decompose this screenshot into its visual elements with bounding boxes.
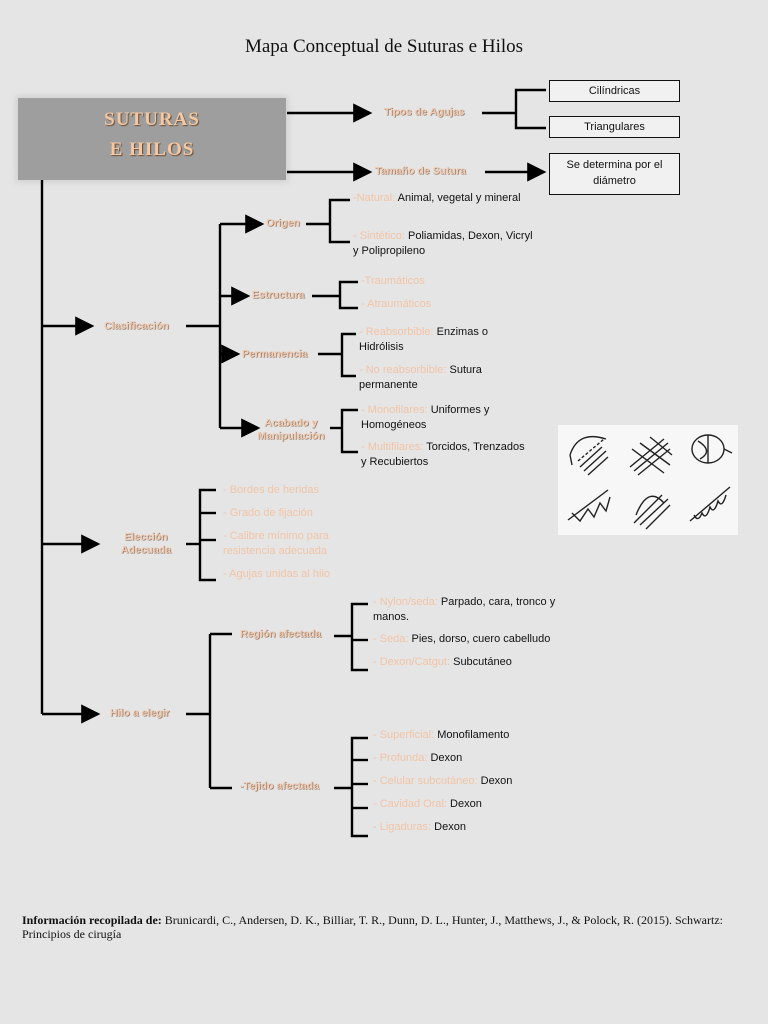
- tejido-item: - Superficial: Monofilamento: [373, 728, 509, 743]
- tejido-item: - Celular subcutáneo: Dexon: [373, 774, 512, 789]
- item-text: Enzimas o Hidrólisis: [359, 326, 489, 353]
- item-key: - Calibre mínimo para resistencia adecua…: [223, 530, 329, 557]
- item-text: Subcutáneo: [450, 656, 512, 668]
- permanencia-reabsorbible-item: - Reabsorbible: Enzimas o Hidrólisis: [359, 325, 519, 355]
- diametro-box: Se determina por el diámetro: [549, 153, 680, 195]
- region-item: - Nylon/seda: Parpado, cara, tronco y ma…: [373, 595, 583, 625]
- eleccion-label-line2: Adecuada: [120, 544, 172, 556]
- item-key: - Dexon/Catgut:: [373, 656, 451, 668]
- item-key: -Traumáticos: [361, 275, 425, 287]
- item-text: Torcidos, Trenzados y Recubiertos: [361, 441, 525, 468]
- item-key: -Natural:: [353, 192, 396, 204]
- origen-natural-item: -Natural: Animal, vegetal y mineral: [353, 191, 523, 206]
- eleccion-item: - Bordes de heridas: [223, 483, 319, 498]
- acabado-monofilares-item: - Monofilares: Uniformes y Homogéneos: [361, 403, 526, 433]
- eleccion-label: Elección Adecuada: [110, 531, 182, 557]
- suture-illustrations: [558, 425, 738, 535]
- acabado-label-line1: Acabado y: [264, 417, 318, 429]
- region-item: - Seda: Pies, dorso, cuero cabelludo: [373, 632, 593, 647]
- tejido-afectada-label: -Tejido afectada: [240, 780, 320, 792]
- item-key: - Bordes de heridas: [223, 484, 319, 496]
- item-text: Parpado, cara, tronco y manos.: [373, 596, 556, 623]
- acabado-label-line2: Manipulación: [257, 430, 325, 442]
- hilo-elegir-label: Hilo a elegir: [110, 707, 170, 719]
- acabado-label: Acabado y Manipulación: [250, 417, 332, 443]
- item-key: - Nylon/seda:: [373, 596, 438, 608]
- item-key: - Monofilares:: [361, 404, 428, 416]
- tejido-item: - Profunda: Dexon: [373, 751, 462, 766]
- page-title: Mapa Conceptual de Suturas e Hilos: [244, 36, 524, 57]
- item-text: Animal, vegetal y mineral: [395, 192, 521, 204]
- estructura-label: Estructura: [252, 289, 305, 301]
- clasificacion-label: Clasificación: [104, 320, 169, 332]
- item-key: - Profunda:: [373, 752, 428, 764]
- tejido-item: - Ligaduras: Dexon: [373, 820, 466, 835]
- tamano-sutura-label: Tamaño de Sutura: [375, 165, 466, 177]
- tipos-agujas-label: Tipos de Agujas: [384, 106, 465, 118]
- acabado-multifilares-item: - Multifilares: Torcidos, Trenzados y Re…: [361, 440, 531, 470]
- item-key: - Superficial:: [373, 729, 435, 741]
- main-concept-line1: SUTURAS: [104, 109, 200, 130]
- permanencia-label: Permanencia: [242, 348, 308, 360]
- main-concept-line2: E HILOS: [109, 139, 195, 160]
- item-text: Sutura permanente: [359, 364, 482, 391]
- reference-citation: Información recopilada de: Brunicardi, C…: [22, 913, 752, 941]
- eleccion-item: - Calibre mínimo para resistencia adecua…: [223, 529, 363, 559]
- item-text: Uniformes y Homogéneos: [361, 404, 490, 431]
- tejido-item: - Cavidad Oral: Dexon: [373, 797, 482, 812]
- estructura-traumaticos-item: -Traumáticos: [361, 274, 425, 289]
- eleccion-item: - Agujas unidas al hilo: [223, 567, 330, 582]
- permanencia-no-reabsorbible-item: - No reabsorbible: Sutura permanente: [359, 363, 519, 393]
- item-key: - Ligaduras:: [373, 821, 432, 833]
- reference-text: Brunicardi, C., Andersen, D. K., Billiar…: [22, 913, 723, 941]
- region-afectada-label: Región afectada: [240, 628, 322, 640]
- cilindricas-box: Cilíndricas: [549, 80, 680, 102]
- item-text: Poliamidas, Dexon, Vicryl y Polipropilen…: [353, 230, 533, 257]
- eleccion-item: - Grado de fijación: [223, 506, 313, 521]
- item-key: - Grado de fijación: [223, 507, 313, 519]
- estructura-atraumaticos-item: - Atraumáticos: [361, 297, 431, 312]
- item-key: - No reabsorbible:: [359, 364, 447, 376]
- item-key: - Cavidad Oral:: [373, 798, 447, 810]
- item-key: - Agujas unidas al hilo: [223, 568, 331, 580]
- reference-label: Información recopilada de:: [22, 913, 162, 927]
- item-text: Dexon: [427, 752, 463, 764]
- origen-sintetico-item: - Sintético: Poliamidas, Dexon, Vicryl y…: [353, 229, 533, 259]
- region-item: - Dexon/Catgut: Subcutáneo: [373, 655, 593, 670]
- item-key: - Reabsorbible:: [359, 326, 434, 338]
- item-text: Dexon: [477, 775, 513, 787]
- item-key: - Atraumáticos: [361, 298, 432, 310]
- item-text: Monofilamento: [434, 729, 510, 741]
- item-text: Dexon: [446, 798, 482, 810]
- triangulares-box: Triangulares: [549, 116, 680, 138]
- item-key: - Sintético:: [353, 230, 405, 242]
- origen-label: Origen: [266, 217, 300, 229]
- item-text: Dexon: [431, 821, 466, 833]
- main-concept-box: SUTURAS E HILOS: [18, 98, 286, 180]
- item-key: - Celular subcutáneo:: [373, 775, 478, 787]
- eleccion-label-line1: Elección: [124, 531, 168, 543]
- item-key: - Seda:: [373, 633, 409, 645]
- item-text: Pies, dorso, cuero cabelludo: [408, 633, 551, 645]
- item-key: - Multifilares:: [361, 441, 424, 453]
